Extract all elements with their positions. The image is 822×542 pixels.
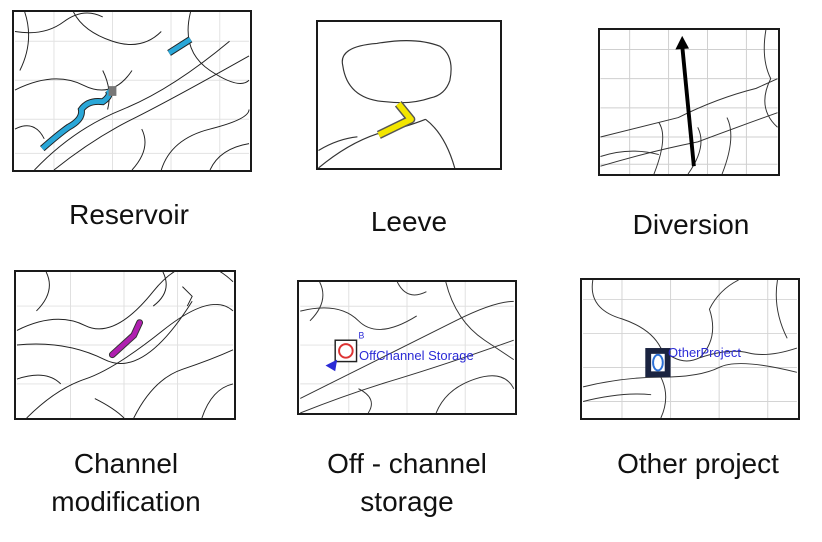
other-project-thumbnail: OtherProject <box>580 278 800 420</box>
diversion-arrow <box>680 45 696 167</box>
other-project-caption: Other project <box>617 448 779 479</box>
channel-modification-feature <box>109 320 143 358</box>
reservoir-caption: Reservoir <box>69 199 189 230</box>
leeve-thumbnail <box>316 20 502 170</box>
other-project-map <box>582 280 798 418</box>
diversion-map <box>600 30 778 174</box>
channel-modification-map <box>16 272 234 418</box>
off-channel-storage-thumbnail: B OffChannel Storage <box>297 280 517 415</box>
diversion-caption: Diversion <box>632 209 750 240</box>
off-channel-storage-caption: Off - channel storage <box>327 448 487 517</box>
reservoir-feature <box>40 88 112 151</box>
leeve-map <box>318 40 456 168</box>
reservoir-map <box>14 12 250 170</box>
other-project-map-label: OtherProject <box>668 345 741 360</box>
leeve-caption: Leeve <box>370 206 448 237</box>
reservoir-thumbnail <box>12 10 252 172</box>
channel-modification-caption: Channel modification <box>51 448 201 517</box>
off-channel-storage-map-label: OffChannel Storage <box>359 348 474 363</box>
channel-modification-thumbnail <box>14 270 236 420</box>
off-channel-storage-map: B <box>300 282 515 413</box>
svg-text:B: B <box>358 330 364 340</box>
diversion-thumbnail <box>598 28 780 176</box>
levee-feature <box>377 101 414 138</box>
